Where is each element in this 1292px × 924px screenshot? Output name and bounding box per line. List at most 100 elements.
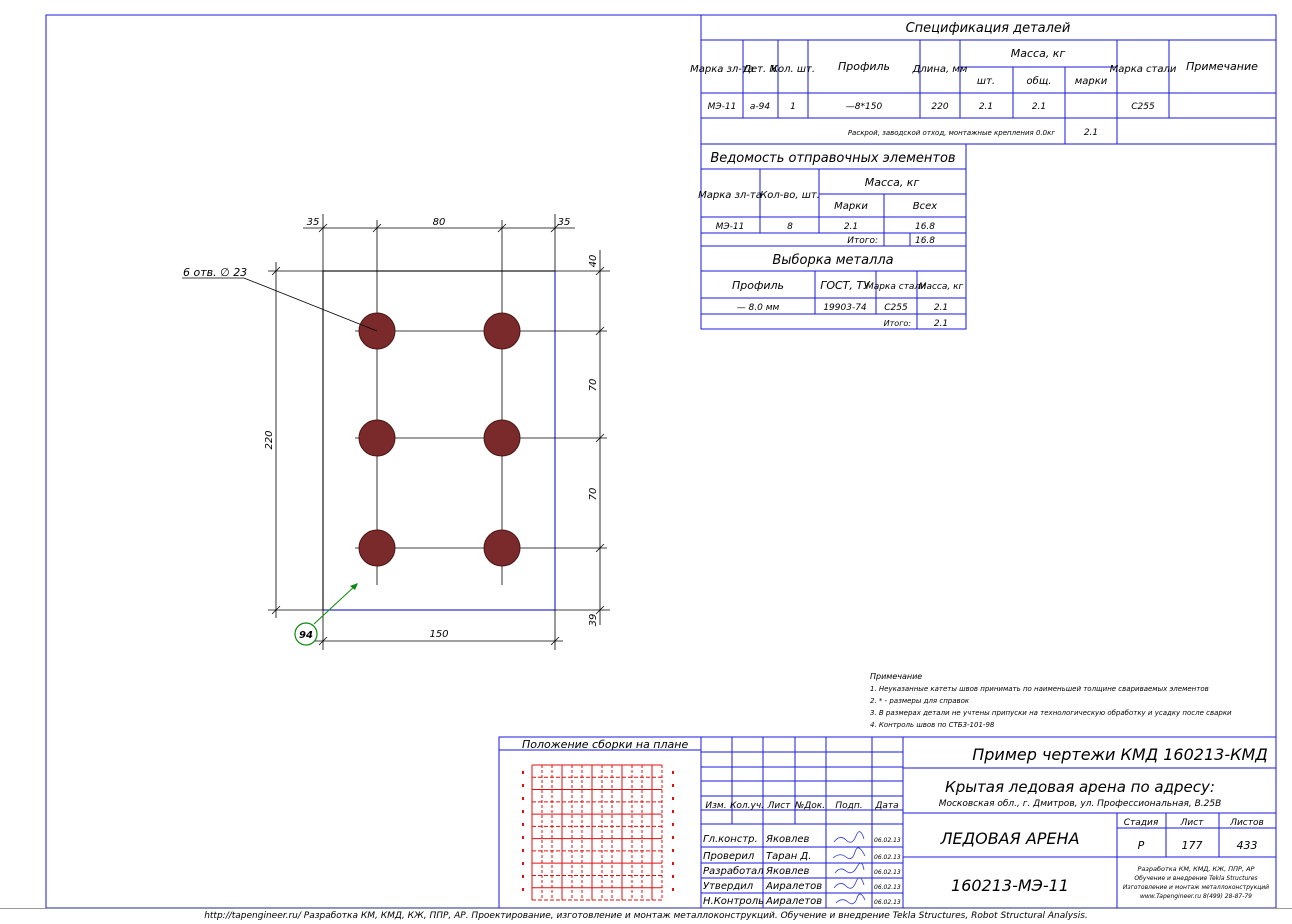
company-line: www.Tapengineer.ru 8(499) 28-87-79 — [1140, 893, 1252, 900]
person-name: Яковлев — [765, 834, 810, 845]
metal-h-mass: Масса, кг — [919, 282, 964, 292]
plan-axis-mark — [522, 810, 524, 813]
plan-axis-mark — [522, 862, 524, 865]
project-title: Крытая ледовая арена по адресу: — [945, 778, 1215, 796]
rev-header: Дата — [874, 801, 898, 811]
person-name: Таран Д. — [766, 851, 811, 862]
part-marker-circle — [294, 622, 318, 646]
ship-cell-marki: 2.1 — [844, 222, 858, 232]
spec-cell-sht: 2.1 — [979, 102, 993, 112]
sheet-value: 177 — [1182, 839, 1203, 852]
footer-bar: http://tapengineer.ru/ Разработка КМ, КМ… — [0, 908, 1292, 924]
part-marker-label: 94 — [299, 630, 313, 641]
person-date: 06.02.13 — [874, 854, 901, 861]
spec-cell-kol: 1 — [790, 102, 796, 112]
rev-header: №Док. — [794, 801, 825, 811]
doc-title: Пример чертежи КМД 160213-КМД — [972, 745, 1268, 764]
plan-axis-mark — [522, 836, 524, 839]
company-line: Обучение и внедрение Tekla Structures — [1134, 875, 1257, 882]
spec-h-marka: Марка зл-та — [690, 64, 754, 75]
plan-axis-mark — [672, 810, 674, 813]
spec-table: Спецификация деталей Марка зл-та Дет. N … — [690, 14, 1277, 145]
title-block: Положение сборки на плане Изм. Кол.уч. Л… — [498, 736, 1277, 909]
sheets-value: 433 — [1237, 839, 1258, 852]
bolt-hole — [483, 419, 521, 457]
signature-marks — [832, 831, 866, 905]
dim-right-mid2: 70 — [588, 488, 599, 501]
spec-h-kol: Кол. шт. — [771, 64, 815, 75]
dim-top-mid: 80 — [433, 217, 446, 228]
bolt-hole — [358, 419, 396, 457]
plan-axis-mark — [522, 849, 524, 852]
plan-axis-mark — [672, 875, 674, 878]
ship-h-mass: Масса, кг — [865, 176, 920, 189]
plan-label: Положение сборки на плане — [522, 738, 688, 751]
dim-left-height: 220 — [264, 430, 275, 449]
company-line: Разработка КМ, КМД, КЖ, ППР, АР — [1138, 865, 1255, 873]
metal-total-label: Итого: — [884, 319, 912, 328]
plan-axis-mark — [672, 823, 674, 826]
plan-axis-mark — [522, 784, 524, 787]
plan-axis-mark — [672, 849, 674, 852]
plan-axis-mark — [522, 875, 524, 878]
spec-h-mass: Масса, кг — [1011, 47, 1066, 60]
spec-h-det: Дет. N — [742, 64, 777, 75]
spec-h-note: Примечание — [1186, 60, 1258, 73]
ship-cell-all: 16.8 — [915, 222, 935, 232]
spec-extra-label: Раскрой, заводской отход, монтажные креп… — [848, 129, 1055, 137]
dim-top-right: 35 — [558, 217, 571, 228]
person-date: 06.02.13 — [874, 899, 901, 906]
ship-h-all: Всех — [913, 201, 938, 212]
plan-axis-mark — [672, 888, 674, 891]
plan-axis-mark — [672, 862, 674, 865]
plate-drawing: 35 80 35 40 70 70 39 220 150 6 отв. ∅ 23 — [182, 214, 610, 650]
person-role: Н.Контроль — [703, 896, 764, 907]
spec-cell-marka: МЭ-11 — [708, 102, 737, 112]
dim-bottom-width: 150 — [429, 629, 448, 640]
plan-axis-mark — [522, 888, 524, 891]
rev-header: Кол.уч. — [730, 801, 764, 811]
spec-cell-det: а-94 — [750, 102, 770, 112]
plan-axis-mark — [522, 771, 524, 774]
hole-label: 6 отв. ∅ 23 — [183, 266, 247, 279]
person-role: Разработал — [703, 865, 764, 877]
dim-right-top: 40 — [588, 255, 599, 268]
ship-cell-marka: МЭ-11 — [716, 222, 745, 232]
person-name: Аиралетов — [765, 881, 822, 892]
spec-cell-steel: С255 — [1131, 102, 1155, 112]
sheet-name: ЛЕДОВАЯ АРЕНА — [939, 829, 1079, 848]
metal-cell-mass: 2.1 — [934, 303, 948, 313]
person-role: Гл.констр. — [703, 834, 758, 845]
metal-h-steel: Марка стали — [866, 282, 926, 292]
bolt-hole — [358, 529, 396, 567]
person-role: Проверил — [703, 851, 755, 862]
notes-title: Примечание — [870, 672, 922, 681]
plan-axis-mark — [522, 823, 524, 826]
metal-cell-gost: 19903-74 — [823, 303, 867, 313]
rev-header: Лист — [767, 801, 792, 811]
spec-h-mass-sht: шт. — [977, 76, 995, 87]
spec-h-profile: Профиль — [838, 60, 890, 73]
metal-cell-steel: С255 — [884, 303, 908, 313]
ship-total-value: 16.8 — [915, 236, 935, 246]
spec-cell-profile: —8*150 — [846, 102, 883, 112]
sheet-label: Лист — [1180, 818, 1205, 828]
spec-h-length: Длина, мм — [912, 64, 968, 75]
metal-cell-profile: — 8.0 мм — [737, 303, 780, 313]
person-role: Утвердил — [703, 881, 754, 892]
spec-cell-length: 220 — [931, 102, 948, 112]
dim-right-mid1: 70 — [588, 379, 599, 392]
rev-header: Подп. — [835, 801, 862, 811]
notes: Примечание 1. Неуказанные катеты швов пр… — [870, 672, 1232, 729]
person-name: Яковлев — [765, 866, 810, 877]
shipping-table: Ведомость отправочных элементов Марка зл… — [698, 143, 967, 247]
doc-code: 160213-МЭ-11 — [951, 876, 1069, 895]
ship-total-label: Итого: — [847, 236, 878, 246]
spec-h-steel: Марка стали — [1110, 64, 1177, 75]
person-date: 06.02.13 — [874, 869, 901, 876]
spec-h-mass-obsh: общ. — [1027, 75, 1052, 87]
plan-thumbnail — [522, 764, 674, 901]
ship-h-marka: Марка зл-та — [698, 190, 762, 201]
person-date: 06.02.13 — [874, 884, 901, 891]
